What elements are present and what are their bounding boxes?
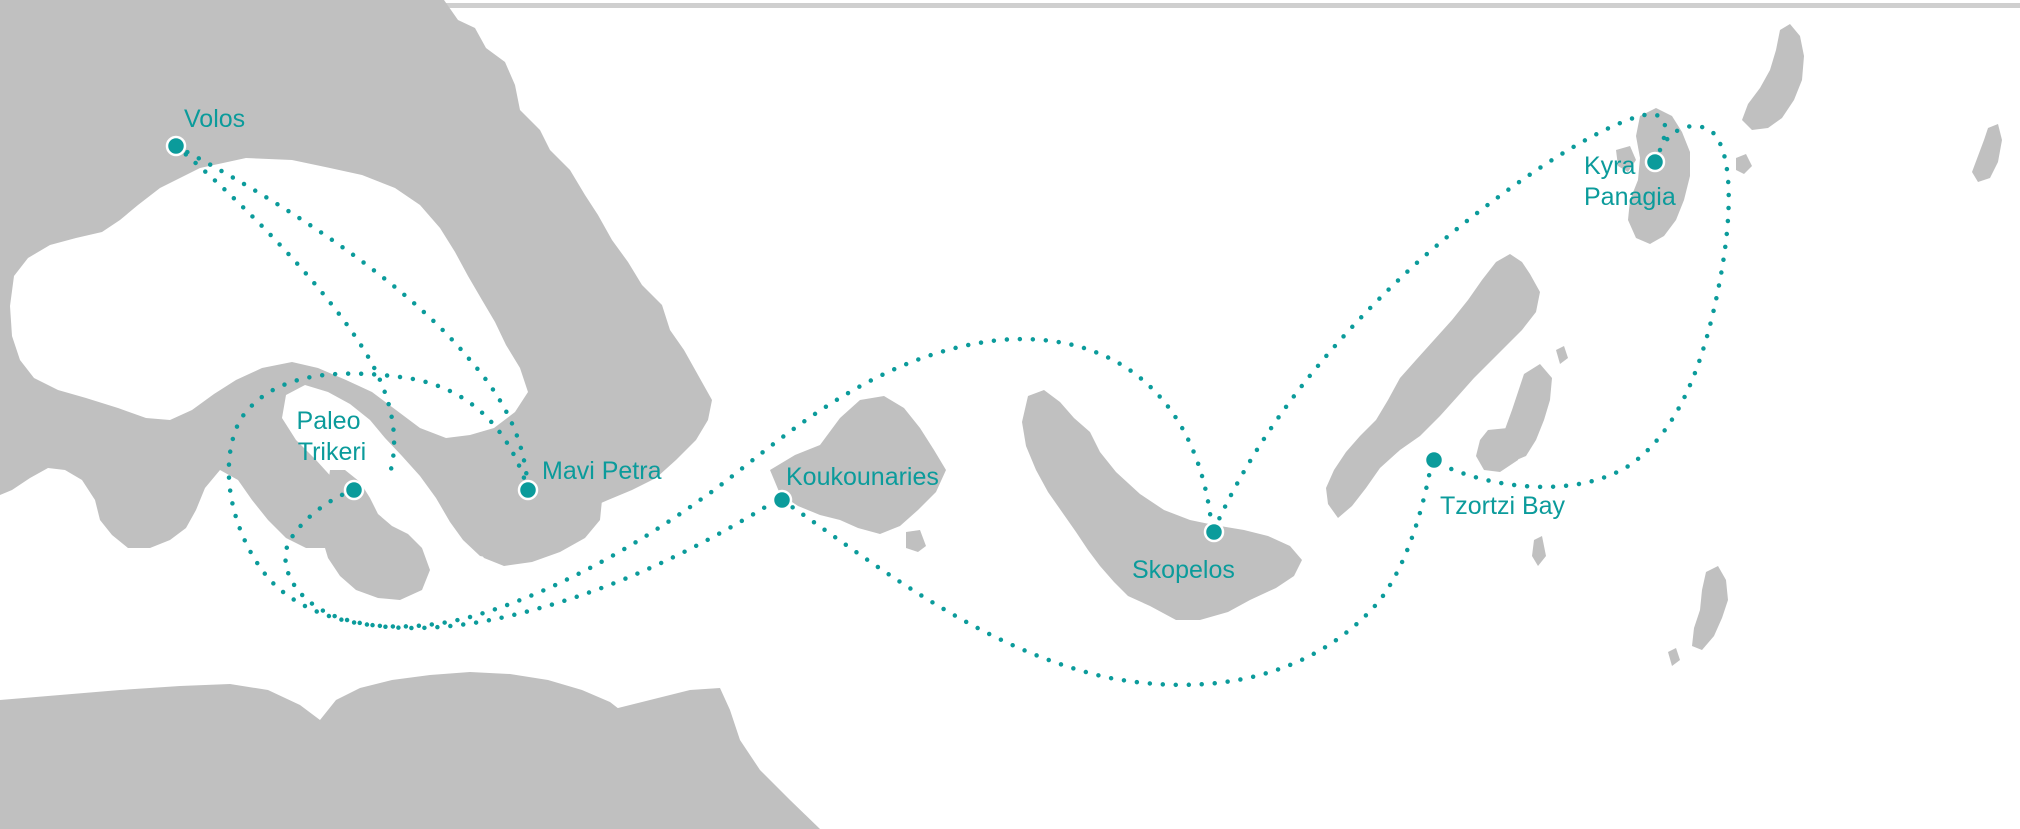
skantzoura-island (1692, 566, 1728, 650)
route-paleo-trikeri-koukounaries (283, 487, 783, 631)
alonissos-island (1326, 254, 1540, 518)
route-volos-mavi-petra (173, 143, 531, 493)
label-kyra-panagia-line-1: Kyra (1584, 152, 1636, 180)
marker-tzortzi-bay[interactable] (1423, 449, 1445, 471)
pagasetic-gulf (10, 158, 528, 438)
label-skopelos-line-1: Skopelos (1132, 556, 1235, 584)
kyra-panagia-west (1616, 146, 1636, 172)
route-volos-paleo-trikeri (173, 143, 397, 483)
top-border-line (440, 3, 2020, 8)
islet-c (1736, 154, 1752, 174)
skopelos-island (1022, 390, 1302, 620)
islet-b (1532, 536, 1546, 566)
islet-a (1556, 346, 1568, 364)
label-paleo-trikeri: Paleo Trikeri (297, 407, 368, 466)
islet-d (1668, 648, 1680, 666)
location-markers (165, 135, 1666, 543)
marker-volos[interactable] (165, 135, 187, 157)
marker-paleo-trikeri[interactable] (343, 479, 365, 501)
cruise-routes (173, 112, 1731, 687)
kyra-panagia-island (1628, 108, 1690, 244)
label-mavi-petra: Mavi Petra (542, 457, 662, 485)
piperi-island (1972, 124, 2002, 182)
label-mavi-petra-line-1: Mavi Petra (542, 457, 662, 485)
peristera-south (1476, 428, 1522, 472)
label-tzortzi-bay-line-1: Tzortzi Bay (1440, 492, 1566, 520)
skiathos (770, 396, 946, 534)
marker-kyra-panagia[interactable] (1644, 151, 1666, 173)
marker-koukounaries[interactable] (771, 489, 793, 511)
label-paleo-trikeri-line-1: Paleo (297, 407, 361, 435)
label-paleo-trikeri-line-2: Trikeri (298, 438, 367, 466)
marker-skopelos[interactable] (1203, 521, 1225, 543)
label-volos: Volos (184, 105, 245, 133)
route-mavi-petra-loop (226, 336, 1215, 629)
trikeri-peninsula (322, 470, 430, 600)
route-kyra-panagia-tzortzi (1437, 123, 1731, 490)
euboea-east (400, 688, 820, 829)
label-volos-line-1: Volos (184, 105, 245, 133)
label-skopelos: Skopelos (1132, 556, 1235, 584)
label-tzortzi-bay: Tzortzi Bay (1440, 492, 1566, 520)
southern-peninsula (470, 476, 602, 566)
label-koukounaries: Koukounaries (786, 463, 939, 491)
skiathos-islet (906, 530, 926, 552)
marker-mavi-petra[interactable] (517, 479, 539, 501)
label-koukounaries-line-1: Koukounaries (786, 463, 939, 491)
label-kyra-panagia: Kyra Panagia (1584, 152, 1676, 211)
location-labels: Volos Paleo Trikeri Mavi Petra Koukounar… (184, 105, 1676, 584)
gioura-island (1742, 24, 1804, 130)
label-kyra-panagia-line-2: Panagia (1584, 183, 1676, 211)
